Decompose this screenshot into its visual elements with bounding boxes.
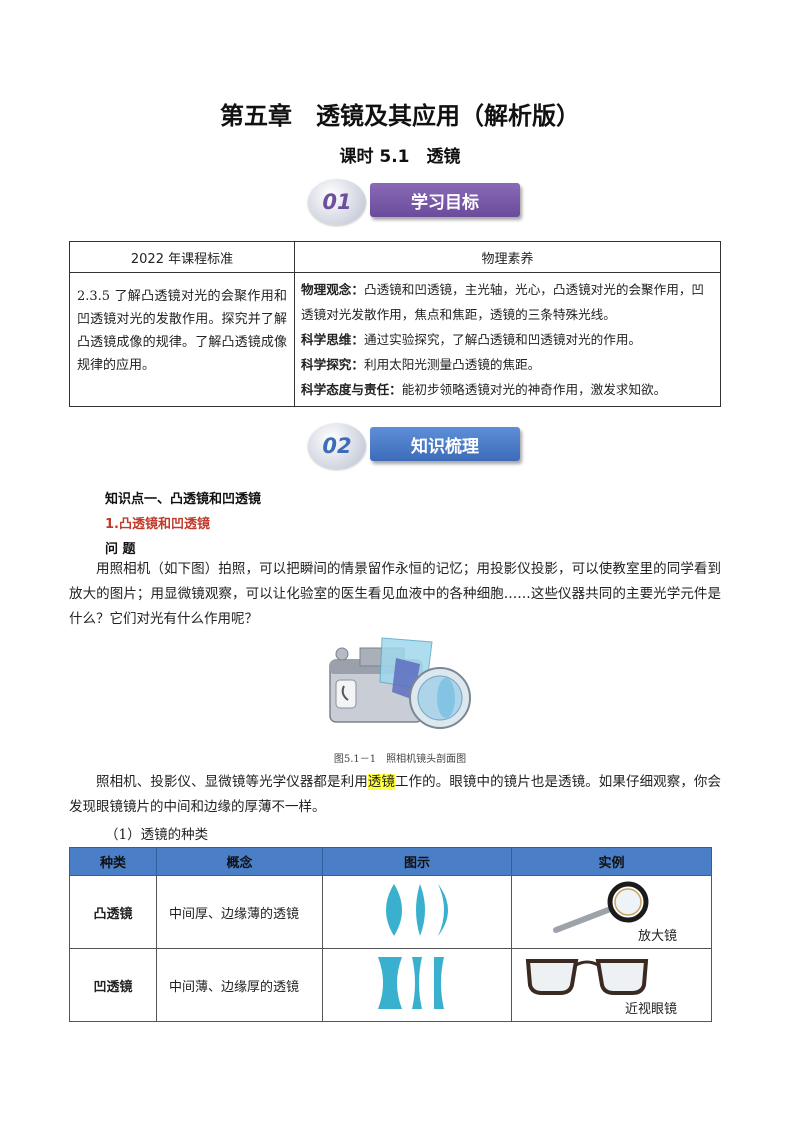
concave-lens-diagram [322,948,512,1022]
table-header-example: 实例 [511,847,712,876]
example-cell: 放大镜 [511,875,712,949]
literacy-item: 科学探究：利用太阳光测量凸透镜的焦距。 [301,357,541,372]
table-header-diagram: 图示 [322,847,512,876]
intro-paragraph: 用照相机（如下图）拍照，可以把瞬间的情景留作永恒的记忆；用投影仪投影，可以使教室… [69,561,721,627]
lens-types-heading: （1）透镜的种类 [105,827,209,843]
section-badge-knowledge: 02 知识梳理 [308,423,523,469]
table-row: 凸透镜 中间厚、边缘薄的透镜 放大镜 [69,875,712,949]
lens-concept: 中间薄、边缘厚的透镜 [156,948,323,1022]
highlighted-term: 透镜 [367,774,395,790]
lens-kind: 凸透镜 [69,875,157,949]
eyeglasses-icon [525,959,649,995]
section-badge-goals: 01 学习目标 [308,179,523,225]
badge-label: 知识梳理 [370,427,520,461]
standards-header-col2: 物理素养 [294,241,721,273]
standards-left-cell: 2.3.5 了解凸透镜对光的会聚作用和凹透镜对光的发散作用。探究并了解凸透镜成像… [69,272,295,407]
knowledge-point-heading: 知识点一、凸透镜和凹透镜 [105,492,262,507]
standards-header-col1: 2022 年课程标准 [69,241,295,273]
lens-types-table: 种类 概念 图示 实例 凸透镜 中间厚、边缘薄的透镜 放大 [69,847,712,1022]
literacy-item: 科学思维：通过实验探究，了解凸透镜和凹透镜对光的作用。 [301,332,642,347]
example-label: 近视眼镜 [624,1002,677,1017]
camera-cross-section-image [329,637,471,729]
sub-heading: 1.凸透镜和凹透镜 [105,517,210,532]
badge-number: 02 [322,434,352,458]
example-label: 放大镜 [637,929,677,944]
table-header-concept: 概念 [156,847,323,876]
curriculum-standards-table: 2022 年课程标准 物理素养 2.3.5 了解凸透镜对光的会聚作用和凹透镜对光… [69,241,721,407]
lesson-subtitle: 课时 5.1 透镜 [339,147,461,167]
badge-label: 学习目标 [370,183,520,217]
standards-right-cell: 物理观念：凸透镜和凹透镜，主光轴，光心，凸透镜对光的会聚作用，凹透镜对光发散作用… [294,272,721,407]
example-cell: 近视眼镜 [511,948,712,1022]
lens-concept: 中间厚、边缘薄的透镜 [156,875,323,949]
chapter-title: 第五章 透镜及其应用（解析版） [220,102,580,130]
figure-caption: 图5.1－1 照相机镜头剖面图 [333,754,467,765]
table-row: 凹透镜 中间薄、边缘厚的透镜 近视眼镜 [69,948,712,1022]
table-header-kind: 种类 [69,847,157,876]
badge-number: 01 [322,190,352,214]
literacy-item: 物理观念：凸透镜和凹透镜，主光轴，光心，凸透镜对光的会聚作用，凹透镜对光发散作用… [301,282,704,322]
convex-lenses-icon [386,884,448,936]
question-label: 问 题 [105,542,136,557]
badge-circle: 02 [308,423,366,469]
concave-lenses-icon [378,957,444,1009]
magnifier-icon [553,881,649,933]
literacy-item: 科学态度与责任：能初步领略透镜对光的神奇作用，激发求知欲。 [301,382,667,397]
lens-usage-paragraph: 照相机、投影仪、显微镜等光学仪器都是利用透镜工作的。眼镜中的镜片也是透镜。如果仔… [69,774,722,815]
badge-circle: 01 [308,179,366,225]
lens-kind: 凹透镜 [69,948,157,1022]
convex-lens-diagram [322,875,512,949]
